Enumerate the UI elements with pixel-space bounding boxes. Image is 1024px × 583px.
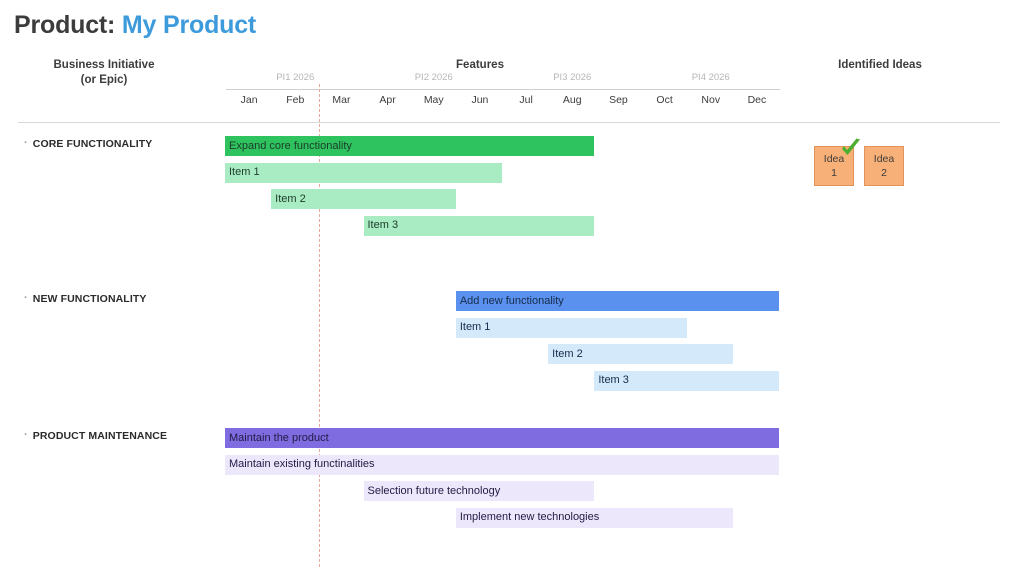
- header-divider: [18, 122, 1000, 123]
- bullet-icon: ·: [24, 137, 28, 149]
- idea-card-title: Idea: [873, 153, 895, 165]
- timeline-month-label-sep: Sep: [609, 94, 628, 106]
- timeline-pi-row: PI1 2026 PI2 2026 PI3 2026 PI4 2026: [226, 72, 780, 89]
- feature-bar-item-1[interactable]: Item 1: [455, 317, 687, 338]
- timeline-month-row: Jan Feb Mar Apr May Jun Jul Aug Sep Oct Nov Dec: [226, 94, 780, 114]
- timeline-month-label-mar: Mar: [332, 94, 351, 106]
- timeline-month-label-jul: Jul: [519, 94, 533, 106]
- bar-label: Selection future technology: [367, 484, 501, 497]
- bar-label: Item 2: [275, 192, 306, 205]
- column-header-business-initiative-line2: (or Epic): [80, 74, 128, 86]
- feature-bar-item-1[interactable]: Item 1: [225, 162, 502, 183]
- timeline-pi-label-3: PI3 2026: [553, 72, 592, 83]
- bar-label: Item 3: [598, 374, 629, 386]
- feature-bar-item-3[interactable]: Item 3: [594, 370, 779, 391]
- bar-label: Item 2: [552, 347, 583, 360]
- epic-bar-expand-core-functionality[interactable]: Expand core functionality: [225, 136, 595, 156]
- page-title: Product: My Product: [14, 11, 256, 40]
- feature-bar-selection-future-technology[interactable]: Selection future technology: [363, 481, 595, 501]
- initiative-label-core-functionality: · CORE FUNCTIONALITY: [24, 137, 152, 150]
- bar-label: Item 1: [459, 321, 491, 333]
- idea-card-1[interactable]: Idea 1: [814, 146, 854, 186]
- bar-label: Item 3: [367, 219, 399, 231]
- timeline-pi-label-1: PI1 2026: [276, 72, 315, 83]
- column-header-business-initiative: Business Initiative (or Epic): [0, 58, 208, 88]
- timeline-month-label-may: May: [423, 94, 444, 106]
- idea-card-number: 1: [831, 167, 837, 179]
- page-title-product-name: My Product: [121, 11, 257, 39]
- initiative-label-new-functionality: · NEW FUNCTIONALITY: [24, 292, 146, 305]
- epic-bar-maintain-the-product[interactable]: Maintain the product: [225, 428, 779, 448]
- epic-bar-add-new-functionality[interactable]: Add new functionality: [455, 291, 779, 311]
- timeline-month-label-jun: Jun: [471, 94, 489, 106]
- timeline-month-label-oct: Oct: [656, 94, 673, 106]
- bar-label: Maintain existing functinalities: [229, 458, 375, 470]
- feature-bar-item-3[interactable]: Item 3: [363, 215, 595, 236]
- bullet-icon: ·: [24, 429, 28, 441]
- timeline-month-label-apr: Apr: [379, 94, 396, 106]
- initiative-label-text: PRODUCT MAINTENANCE: [32, 430, 168, 442]
- timeline-rule: [226, 89, 780, 90]
- idea-card-2[interactable]: Idea 2: [864, 146, 904, 186]
- initiative-label-product-maintenance: · PRODUCT MAINTENANCE: [24, 429, 167, 442]
- timeline-pi-label-2: PI2 2026: [414, 72, 453, 83]
- timeline-month-label-jan: Jan: [240, 94, 258, 106]
- bullet-icon: ·: [24, 292, 28, 304]
- bar-label: Expand core functionality: [229, 139, 352, 152]
- feature-bar-item-2[interactable]: Item 2: [271, 189, 456, 209]
- initiative-label-text: NEW FUNCTIONALITY: [32, 293, 147, 305]
- today-marker-line: [319, 84, 321, 567]
- idea-card-number: 2: [881, 167, 887, 179]
- timeline-pi-label-4: PI4 2026: [691, 72, 730, 83]
- feature-bar-implement-new-technologies[interactable]: Implement new technologies: [455, 507, 733, 528]
- bar-label: Implement new technologies: [459, 511, 600, 523]
- column-header-business-initiative-line1: Business Initiative: [53, 59, 155, 71]
- bar-label: Maintain the product: [229, 431, 329, 444]
- feature-bar-maintain-existing-functinalities[interactable]: Maintain existing functinalities: [225, 454, 779, 475]
- timeline-header: PI1 2026 PI2 2026 PI3 2026 PI4 2026 Jan Feb M…: [226, 72, 780, 116]
- idea-card-title: Idea: [823, 153, 845, 165]
- initiative-label-text: CORE FUNCTIONALITY: [32, 138, 153, 150]
- feature-bar-item-2[interactable]: Item 2: [548, 344, 733, 364]
- bar-label: Item 1: [229, 166, 260, 178]
- timeline-month-label-nov: Nov: [701, 94, 721, 106]
- column-header-features: Features: [456, 59, 504, 71]
- timeline-month-label-dec: Dec: [747, 94, 767, 106]
- timeline-month-label-aug: Aug: [562, 94, 582, 106]
- column-header-identified-ideas: Identified Ideas: [838, 59, 922, 71]
- bar-label: Add new functionality: [459, 294, 564, 307]
- page-title-static: Product:: [14, 11, 116, 39]
- timeline-month-label-feb: Feb: [286, 94, 305, 106]
